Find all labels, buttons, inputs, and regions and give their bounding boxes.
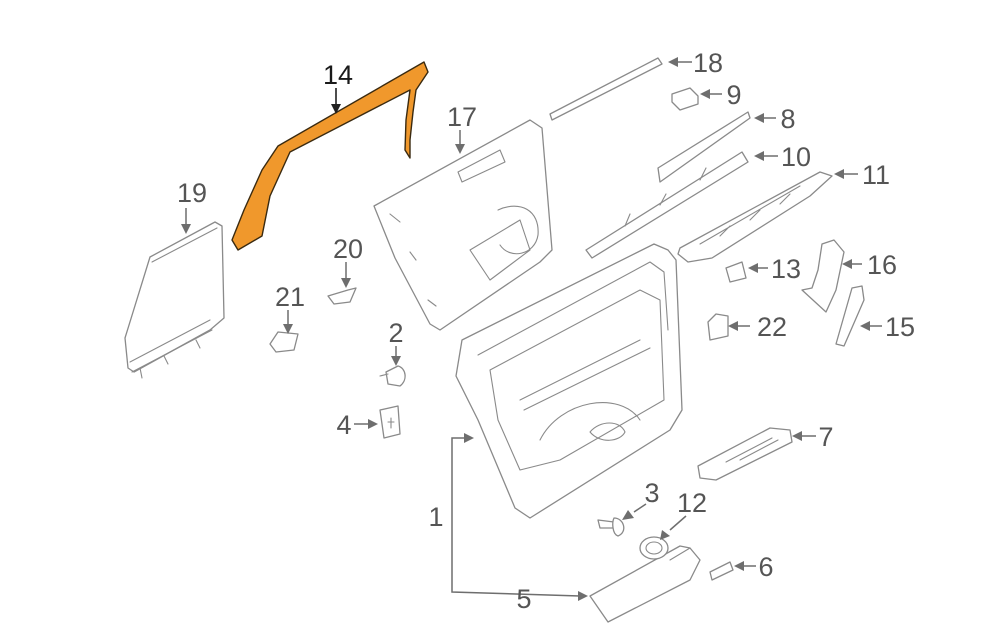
callout-13: 13 bbox=[771, 254, 801, 284]
part-14-window-channel[interactable] bbox=[231, 61, 429, 251]
callout-9: 9 bbox=[726, 80, 741, 110]
callout-19: 19 bbox=[177, 178, 207, 208]
part-12-grille[interactable] bbox=[639, 536, 669, 560]
part-11-bracket[interactable] bbox=[677, 171, 833, 263]
part-5-pull-cup[interactable] bbox=[589, 545, 701, 623]
part-17-inner-panel[interactable] bbox=[373, 119, 553, 331]
part-4-switch[interactable] bbox=[379, 405, 401, 439]
leader-lines bbox=[181, 57, 882, 601]
callout-11: 11 bbox=[862, 160, 890, 190]
callout-12: 12 bbox=[677, 488, 707, 518]
callout-17: 17 bbox=[447, 102, 477, 132]
callout-6: 6 bbox=[758, 552, 773, 582]
callout-20: 20 bbox=[333, 234, 363, 264]
part-1-door-trim-panel[interactable] bbox=[455, 243, 683, 519]
callout-22: 22 bbox=[757, 312, 787, 342]
callout-16: 16 bbox=[867, 250, 897, 280]
callout-14: 14 bbox=[323, 60, 353, 90]
part-2-clip[interactable] bbox=[379, 365, 406, 387]
callout-18: 18 bbox=[693, 48, 723, 78]
callout-5: 5 bbox=[516, 584, 531, 614]
part-16-trim-bracket[interactable] bbox=[801, 239, 845, 313]
callout-21: 21 bbox=[275, 282, 305, 312]
part-20-clip[interactable] bbox=[327, 287, 357, 305]
part-6-pad[interactable] bbox=[709, 561, 734, 581]
part-10-belt-molding[interactable] bbox=[585, 151, 749, 259]
part-3-screw[interactable] bbox=[597, 517, 625, 537]
part-15-trim[interactable] bbox=[835, 285, 865, 347]
part-13-cap[interactable] bbox=[725, 261, 747, 283]
callout-labels: 1 2 3 4 5 6 7 8 9 10 11 12 13 14 15 16 1… bbox=[177, 48, 915, 614]
part-7-handle[interactable] bbox=[697, 427, 793, 481]
callout-7: 7 bbox=[818, 422, 833, 452]
part-21-clip[interactable] bbox=[269, 331, 299, 353]
callout-8: 8 bbox=[780, 104, 795, 134]
callout-2: 2 bbox=[388, 318, 403, 348]
part-8-strip[interactable] bbox=[657, 111, 751, 183]
callout-10: 10 bbox=[781, 142, 811, 172]
callout-3: 3 bbox=[644, 478, 659, 508]
callout-15: 15 bbox=[885, 312, 915, 342]
callout-1: 1 bbox=[428, 502, 443, 532]
part-22-block[interactable] bbox=[707, 313, 729, 341]
part-18-strip[interactable] bbox=[549, 57, 663, 121]
callout-4: 4 bbox=[336, 410, 351, 440]
part-9-block[interactable] bbox=[671, 87, 699, 111]
part-19-sunshade[interactable] bbox=[124, 221, 225, 379]
